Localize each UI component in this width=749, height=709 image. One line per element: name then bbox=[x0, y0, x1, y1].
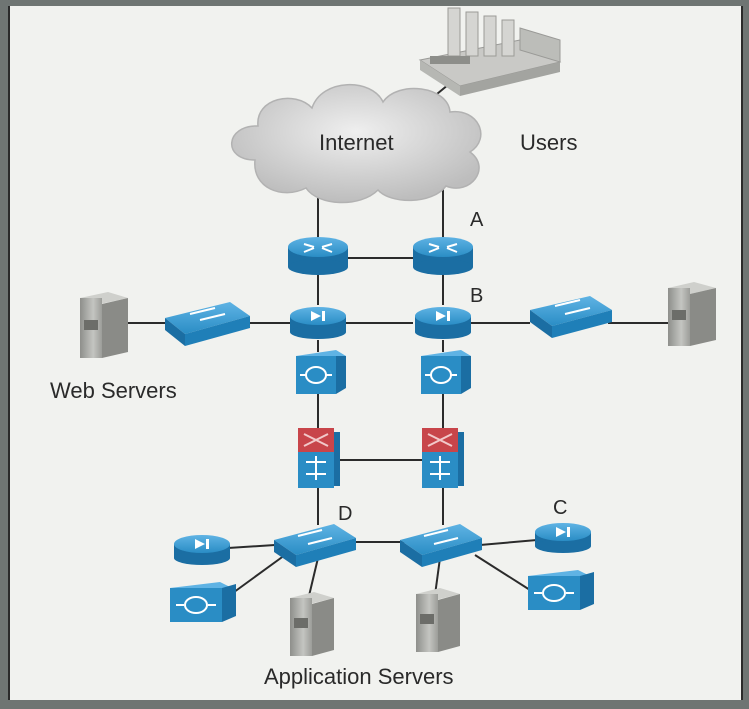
link-switch-ids-right bbox=[474, 554, 531, 591]
label-d: D bbox=[338, 503, 352, 525]
switch-icon-right bbox=[530, 296, 612, 338]
label-b: B bbox=[470, 285, 483, 307]
access-point-icon-left bbox=[290, 307, 346, 339]
ids-appliance-icon-right bbox=[421, 350, 471, 394]
link-switch-ap-bottom-left bbox=[227, 544, 276, 549]
server-icon-app-left bbox=[290, 592, 334, 656]
switch-icon-bottom-left bbox=[274, 524, 356, 567]
access-point-icon-bottom-left bbox=[174, 535, 230, 565]
switch-icon-bottom-right bbox=[400, 524, 482, 567]
router-icon-left bbox=[288, 237, 348, 275]
firewall-icon-right bbox=[422, 428, 464, 488]
server-icon-web bbox=[80, 292, 128, 358]
cloud-icon bbox=[231, 83, 482, 204]
switch-icon-left bbox=[165, 302, 250, 346]
ids-appliance-icon-bottom-left bbox=[170, 582, 236, 622]
link-switch-ap-c bbox=[479, 539, 538, 546]
router-icon-right bbox=[413, 237, 473, 275]
web-servers-label: Web Servers bbox=[50, 378, 177, 403]
server-icon-right bbox=[668, 282, 716, 346]
label-c: C bbox=[553, 497, 567, 519]
users-label: Users bbox=[520, 130, 577, 155]
firewall-icon-left bbox=[298, 428, 340, 488]
access-point-icon-right bbox=[415, 307, 471, 339]
access-point-icon-c bbox=[535, 523, 591, 553]
links bbox=[110, 74, 670, 601]
link-switch-ids-bottom-left bbox=[229, 554, 286, 596]
users-workstation-icon bbox=[418, 7, 562, 96]
link-switch-appserver-right bbox=[434, 557, 441, 596]
internet-label: Internet bbox=[319, 130, 394, 155]
label-a: A bbox=[470, 209, 484, 231]
server-icon-app-right bbox=[416, 588, 460, 652]
ids-appliance-icon-left bbox=[296, 350, 346, 394]
ids-appliance-icon-bottom-right bbox=[528, 570, 594, 610]
link-switch-appserver-left bbox=[307, 557, 319, 601]
application-servers-label: Application Servers bbox=[264, 664, 454, 689]
